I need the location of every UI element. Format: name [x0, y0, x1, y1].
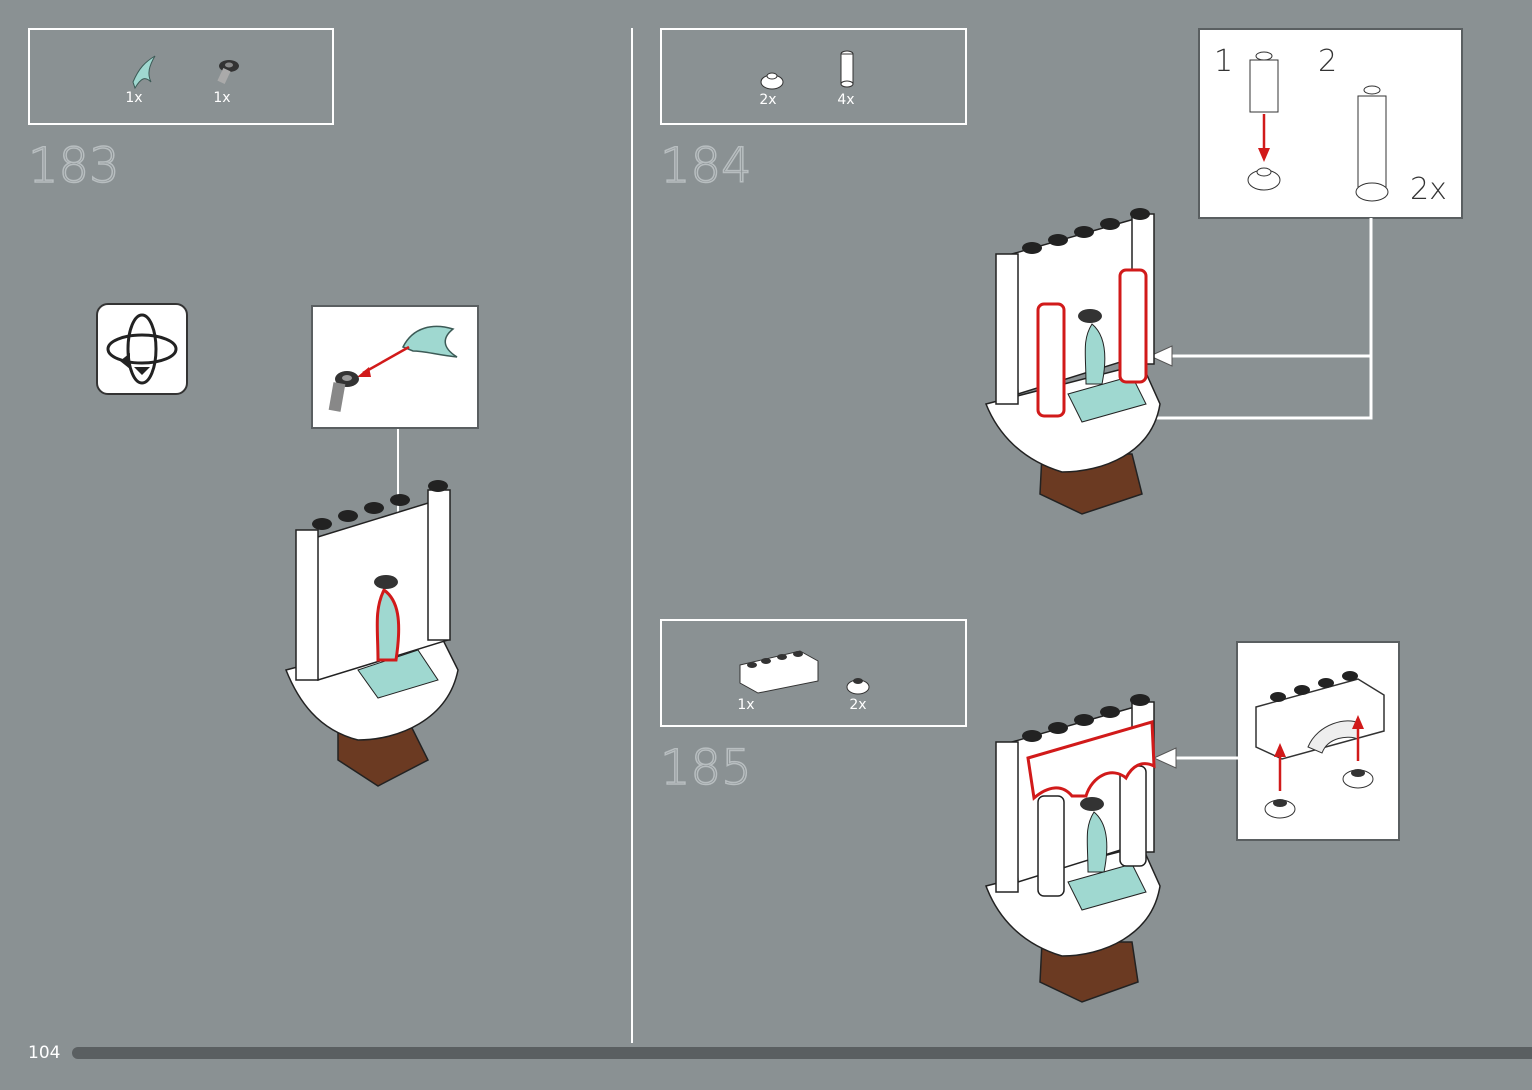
column-piece-icon [836, 48, 858, 90]
callout-arch-assembly [1236, 641, 1400, 841]
step-number-185: 185 [660, 744, 752, 792]
water-splash-piece-icon [125, 50, 165, 94]
callout-column-assembly: 1 2 2x [1198, 28, 1463, 219]
fountain-model-184 [982, 204, 1162, 514]
part-qty: 1x [726, 697, 766, 713]
part-qty: 4x [826, 92, 866, 108]
page-divider [631, 28, 633, 1043]
part-qty: 2x [838, 697, 878, 713]
part-qty: 1x [202, 90, 242, 106]
part-qty: 1x [114, 90, 154, 106]
part-qty: 2x [748, 92, 788, 108]
step-number-183: 183 [28, 142, 120, 190]
rotate-model-icon [96, 303, 188, 395]
round-plate-piece-icon [843, 673, 873, 697]
parts-box-step-183: 1x 1x [28, 28, 334, 125]
fountain-model-185 [982, 686, 1162, 1002]
parts-box-step-185: 1x 2x [660, 619, 967, 727]
callout-faucet-assembly [311, 305, 479, 429]
parts-box-step-184: 2x 4x [660, 28, 967, 125]
step-number-184: 184 [660, 142, 752, 190]
faucet-piece-icon [214, 56, 244, 90]
page-number: 104 [28, 1043, 60, 1063]
arch-brick-piece-icon [736, 647, 820, 693]
callout-pointer-arrow-185 [1150, 746, 1240, 770]
round-plate-piece-icon [757, 68, 787, 92]
progress-bar [72, 1047, 1532, 1059]
fountain-model-183 [278, 470, 478, 790]
